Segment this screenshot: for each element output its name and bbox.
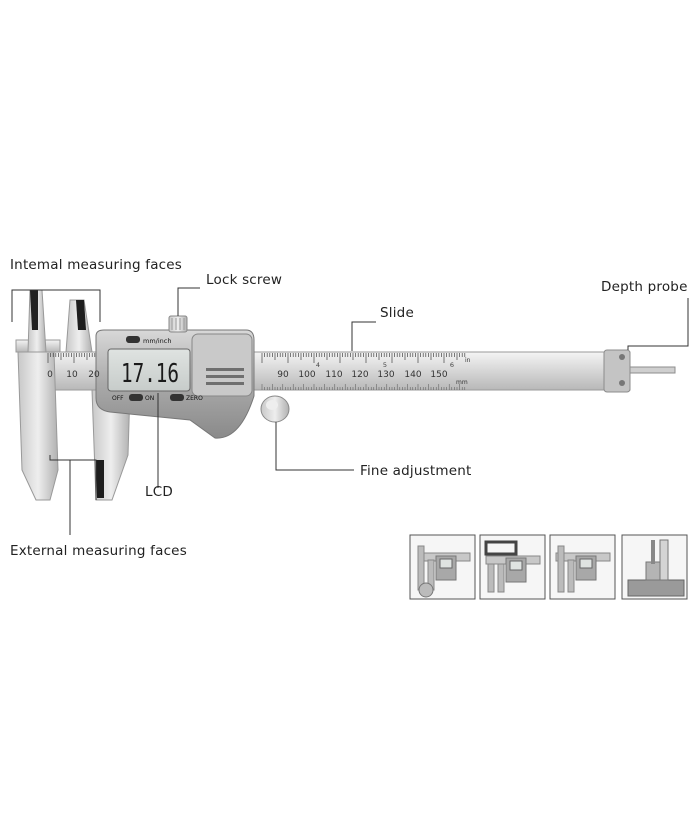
scale-labels-main: 0 10 20: [47, 370, 100, 380]
fixed-jaw: [15, 289, 61, 501]
sliding-jaw: [65, 299, 131, 501]
inch-label: 5: [383, 361, 387, 369]
scale-label: 20: [88, 370, 100, 380]
lock-screw[interactable]: [168, 315, 188, 333]
depth-probe-label: Depth probe: [601, 279, 688, 295]
thumbnail-internal-measurement: [479, 534, 546, 600]
lock-screw-label: Lock screw: [206, 272, 283, 288]
scale-label: 10: [66, 370, 78, 380]
fine-adjustment-wheel[interactable]: [260, 395, 290, 423]
scale-ticks-beam: [261, 353, 466, 390]
lcd-reading: 17.16: [121, 359, 179, 389]
zero-label: ZERO: [186, 395, 203, 402]
scale-label: 150: [430, 370, 447, 380]
inch-label: 4: [316, 361, 320, 369]
thumbnail-step-measurement: [549, 534, 616, 600]
callout-lines: [11, 287, 689, 535]
inch-label: 6: [450, 361, 454, 369]
internal-faces-label: Intemal measuring faces: [10, 257, 183, 273]
scale-label: 120: [351, 370, 368, 380]
lcd-label: LCD: [145, 484, 173, 500]
thumbnail-external-measurement: [409, 534, 476, 600]
scale-labels-beam: 90 100 110 120 130 140 150: [277, 370, 448, 380]
scale-label: 130: [377, 370, 394, 380]
thumbnail-depth-measurement: [621, 534, 688, 600]
scale-ticks-main: [47, 353, 96, 363]
external-faces-label: External measuring faces: [10, 543, 187, 559]
off-label: OFF: [112, 395, 124, 402]
slider-body: [95, 329, 255, 439]
scale-label: 100: [298, 370, 315, 380]
on-label: ON: [145, 395, 154, 402]
slide-label: Slide: [380, 305, 414, 321]
scale-label: 140: [404, 370, 421, 380]
zero-button[interactable]: [170, 394, 184, 401]
inch-labels: 4 5 6: [316, 361, 454, 369]
mm-unit: mm: [456, 379, 468, 386]
grip-lines: [206, 368, 244, 385]
scale-label: 0: [47, 370, 53, 380]
fine-adjustment-label: Fine adjustment: [360, 463, 472, 479]
lcd-screen: [107, 348, 191, 392]
usage-thumbnails: [409, 534, 688, 600]
mode-button-label: mm/inch: [143, 337, 171, 345]
depth-probe: [629, 366, 676, 374]
mode-button[interactable]: [126, 336, 140, 343]
inch-unit: in: [465, 357, 471, 364]
power-button[interactable]: [129, 394, 143, 401]
scale-label: 90: [277, 370, 289, 380]
scale-label: 110: [325, 370, 342, 380]
